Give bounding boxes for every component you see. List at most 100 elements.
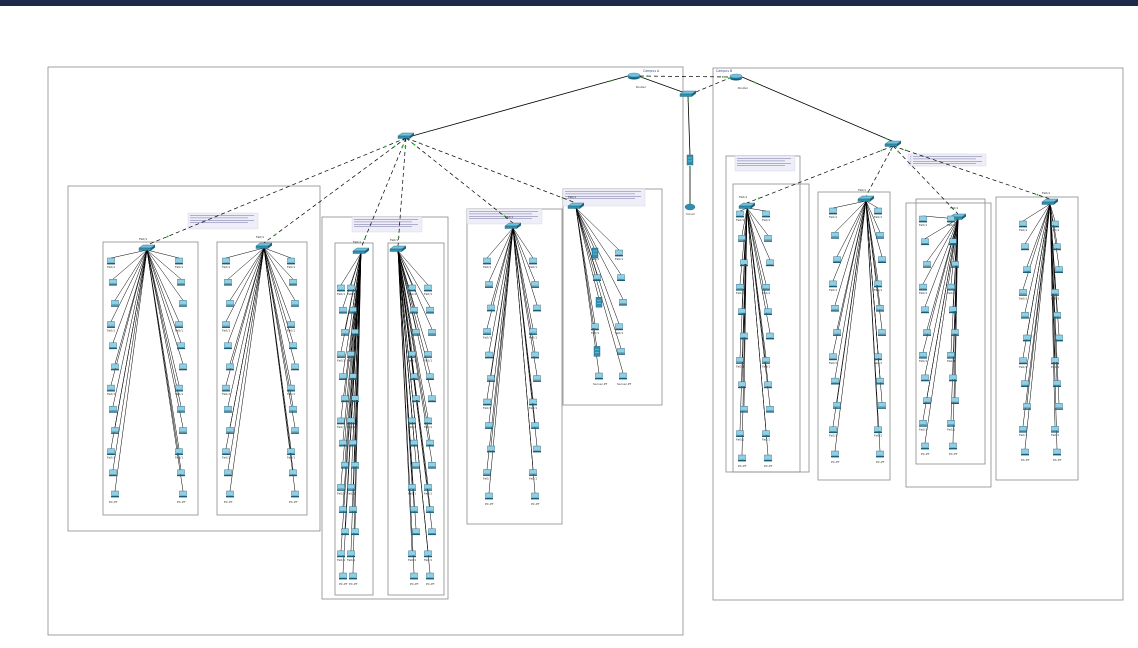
pc-icon[interactable]: [1051, 289, 1059, 296]
pc-icon[interactable]: [1019, 220, 1027, 228]
switch-icon[interactable]: [255, 242, 273, 249]
pc-icon[interactable]: [337, 484, 345, 491]
pc-icon[interactable]: [831, 305, 839, 312]
pc-icon[interactable]: [412, 462, 420, 469]
pc-icon[interactable]: [529, 469, 537, 476]
pc-icon[interactable]: [424, 351, 432, 358]
pc-icon[interactable]: [923, 261, 931, 268]
pc-icon[interactable]: [339, 439, 347, 447]
pc-icon[interactable]: [289, 469, 297, 477]
pc-icon[interactable]: [921, 442, 929, 450]
pc-icon[interactable]: [287, 257, 295, 265]
pc-icon[interactable]: [487, 304, 495, 312]
pc-icon[interactable]: [762, 357, 770, 364]
pc-icon[interactable]: [179, 300, 187, 307]
pc-icon[interactable]: [222, 384, 230, 392]
pc-icon[interactable]: [1051, 357, 1059, 365]
pc-icon[interactable]: [878, 256, 886, 263]
pc-icon[interactable]: [740, 259, 748, 267]
pc-icon[interactable]: [617, 348, 625, 355]
pc-icon[interactable]: [347, 284, 355, 292]
pc-icon[interactable]: [874, 280, 882, 288]
pc-icon[interactable]: [177, 406, 185, 413]
pc-icon[interactable]: [738, 235, 746, 242]
pc-icon[interactable]: [595, 372, 603, 380]
pc-icon[interactable]: [762, 430, 770, 437]
pc-icon[interactable]: [289, 342, 297, 350]
pc-icon[interactable]: [483, 398, 491, 406]
pc-icon[interactable]: [224, 469, 232, 477]
pc-icon[interactable]: [337, 284, 345, 292]
pc-icon[interactable]: [408, 284, 416, 292]
switch-icon[interactable]: [397, 132, 415, 139]
pc-icon[interactable]: [615, 249, 623, 257]
pc-icon[interactable]: [831, 377, 839, 385]
pc-icon[interactable]: [341, 395, 349, 403]
pc-icon[interactable]: [351, 528, 359, 536]
pc-icon[interactable]: [874, 426, 882, 434]
pc-icon[interactable]: [426, 439, 434, 447]
pc-icon[interactable]: [224, 342, 232, 350]
pc-icon[interactable]: [1053, 380, 1061, 387]
pc-icon[interactable]: [483, 257, 491, 265]
pc-icon[interactable]: [291, 300, 299, 307]
pc-icon[interactable]: [426, 572, 434, 580]
pc-icon[interactable]: [175, 257, 183, 265]
pc-icon[interactable]: [341, 329, 349, 336]
switch-icon[interactable]: [504, 222, 522, 229]
pc-icon[interactable]: [337, 417, 345, 425]
pc-icon[interactable]: [876, 450, 884, 458]
pc-icon[interactable]: [829, 353, 837, 361]
pc-icon[interactable]: [740, 406, 748, 413]
pc-icon[interactable]: [1023, 334, 1031, 342]
pc-icon[interactable]: [1019, 426, 1027, 433]
pc-icon[interactable]: [766, 332, 774, 340]
pc-icon[interactable]: [619, 372, 627, 380]
pc-icon[interactable]: [222, 257, 230, 265]
pc-icon[interactable]: [831, 232, 839, 239]
pc-icon[interactable]: [1021, 312, 1029, 319]
pc-icon[interactable]: [487, 375, 495, 382]
pc-icon[interactable]: [615, 323, 623, 331]
switch-icon[interactable]: [567, 202, 585, 209]
pc-icon[interactable]: [339, 572, 347, 580]
pc-icon[interactable]: [107, 384, 115, 392]
switch-icon[interactable]: [1041, 198, 1059, 205]
pc-icon[interactable]: [591, 323, 599, 331]
pc-icon[interactable]: [919, 352, 927, 359]
pc-icon[interactable]: [289, 406, 297, 413]
pc-icon[interactable]: [1053, 312, 1061, 319]
pc-icon[interactable]: [740, 332, 748, 340]
pc-icon[interactable]: [424, 550, 432, 558]
pc-icon[interactable]: [412, 329, 420, 336]
pc-icon[interactable]: [424, 484, 432, 491]
pc-icon[interactable]: [410, 373, 418, 381]
pc-icon[interactable]: [1051, 426, 1059, 433]
pc-icon[interactable]: [291, 490, 299, 498]
pc-icon[interactable]: [921, 374, 929, 382]
pc-icon[interactable]: [762, 284, 770, 291]
pc-icon[interactable]: [410, 306, 418, 314]
pc-icon[interactable]: [408, 484, 416, 491]
pc-icon[interactable]: [921, 306, 929, 314]
pc-icon[interactable]: [923, 397, 931, 404]
pc-icon[interactable]: [617, 274, 625, 281]
pc-icon[interactable]: [529, 328, 537, 335]
pc-icon[interactable]: [111, 363, 119, 371]
pc-icon[interactable]: [831, 450, 839, 458]
pc-icon[interactable]: [349, 439, 357, 447]
pc-icon[interactable]: [1021, 448, 1029, 456]
pc-icon[interactable]: [410, 439, 418, 447]
pc-icon[interactable]: [1019, 289, 1027, 296]
pc-icon[interactable]: [829, 426, 837, 434]
pc-icon[interactable]: [226, 300, 234, 307]
switch-icon[interactable]: [884, 140, 902, 147]
pc-icon[interactable]: [531, 351, 539, 359]
pc-icon[interactable]: [764, 235, 772, 242]
pc-icon[interactable]: [874, 207, 882, 215]
pc-icon[interactable]: [1051, 220, 1059, 228]
pc-icon[interactable]: [1055, 403, 1063, 410]
server-icon[interactable]: [591, 247, 599, 259]
pc-icon[interactable]: [177, 342, 185, 350]
pc-icon[interactable]: [1055, 266, 1063, 273]
